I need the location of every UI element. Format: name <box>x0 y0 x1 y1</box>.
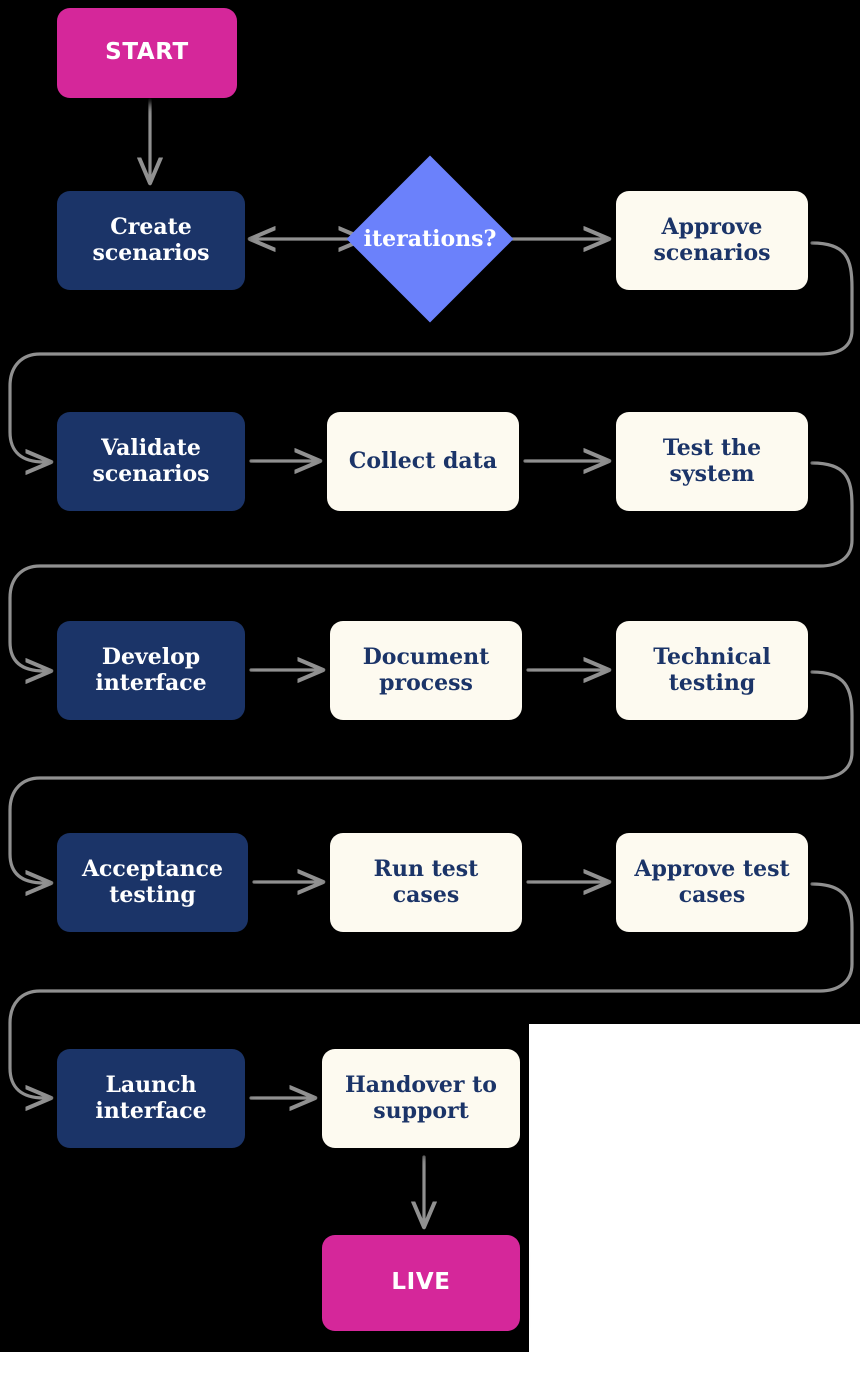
node-collect-data[interactable]: Collect data <box>327 412 519 511</box>
node-technical-testing-label: Technical testing <box>653 643 771 696</box>
node-document-process[interactable]: Document process <box>330 621 522 720</box>
node-technical-testing[interactable]: Technical testing <box>616 621 808 720</box>
node-run-test-cases[interactable]: Run test cases <box>330 833 522 932</box>
node-approve-test-cases[interactable]: Approve test cases <box>616 833 808 932</box>
node-document-process-label: Document process <box>362 643 490 696</box>
node-develop-interface-label: Develop interface <box>95 643 207 696</box>
node-launch-interface[interactable]: Launch interface <box>57 1049 245 1148</box>
page-background-right <box>529 1024 860 1380</box>
node-start[interactable]: START <box>57 8 237 98</box>
node-approve-scenarios[interactable]: Approve scenarios <box>616 191 808 290</box>
node-acceptance-testing-label: Acceptance testing <box>81 855 224 908</box>
node-approve-test-cases-label: Approve test cases <box>634 855 790 908</box>
node-validate-scenarios[interactable]: Validate scenarios <box>57 412 245 511</box>
node-validate-scenarios-label: Validate scenarios <box>92 434 210 487</box>
edge-test-system-to-develop <box>8 461 854 671</box>
node-acceptance-testing[interactable]: Acceptance testing <box>57 833 248 932</box>
node-test-the-system[interactable]: Test the system <box>616 412 808 511</box>
edge-approve-cases-to-launch <box>8 882 854 1098</box>
node-live-label: LIVE <box>391 1269 451 1296</box>
node-handover-to-support[interactable]: Handover to support <box>322 1049 520 1148</box>
node-create-scenarios[interactable]: Create scenarios <box>57 191 245 290</box>
node-iterations-label: iterations? <box>363 226 497 252</box>
node-iterations-decision[interactable]: iterations? <box>346 155 514 323</box>
node-start-label: START <box>105 39 189 66</box>
edge-tech-testing-to-acceptance <box>8 670 854 883</box>
node-launch-interface-label: Launch interface <box>95 1071 207 1124</box>
node-handover-to-support-label: Handover to support <box>345 1071 497 1124</box>
node-approve-scenarios-label: Approve scenarios <box>653 213 771 266</box>
edge-approve-scenarios-to-validate <box>8 241 854 462</box>
node-live[interactable]: LIVE <box>322 1235 520 1331</box>
node-create-scenarios-label: Create scenarios <box>92 213 210 266</box>
node-run-test-cases-label: Run test cases <box>373 855 479 908</box>
node-collect-data-label: Collect data <box>348 447 498 474</box>
node-test-the-system-label: Test the system <box>662 434 762 487</box>
page-background-bottom <box>0 1352 529 1380</box>
node-develop-interface[interactable]: Develop interface <box>57 621 245 720</box>
